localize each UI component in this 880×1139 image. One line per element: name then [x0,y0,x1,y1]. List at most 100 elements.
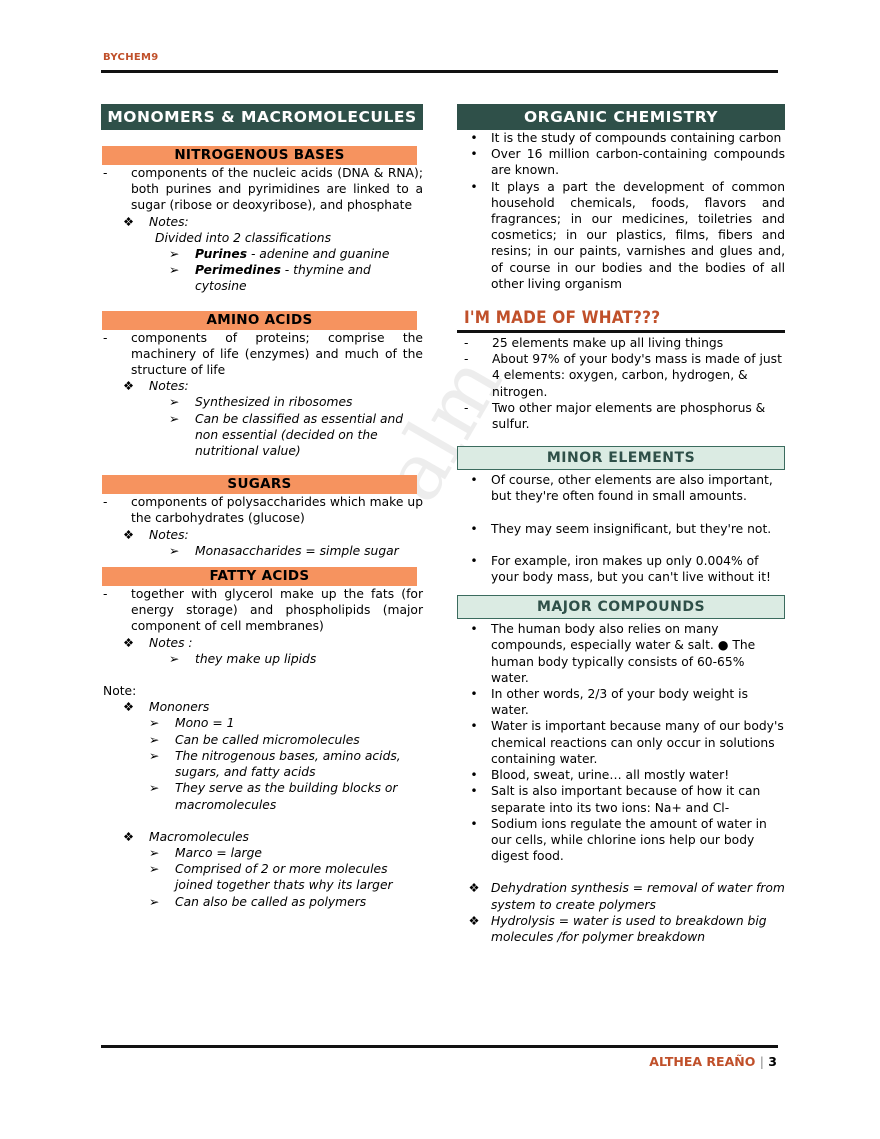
diamond-icon: ❖ [468,881,480,896]
diamond-icon: ❖ [123,527,135,542]
diamond-icon: ❖ [123,379,135,394]
arrow-icon: ➢ [169,395,180,410]
bullet: • [470,553,478,568]
nitro-desc: components of the nucleic acids (DNA & R… [131,166,423,213]
bottom-rule [101,1045,778,1048]
fatty-note-1: they make up lipids [195,651,317,666]
bullet: • [470,687,478,702]
bullet: • [470,784,478,799]
fatty-notes-label: Notes : [149,635,193,650]
arrow-icon: ➢ [169,543,180,558]
definition-item: Hydrolysis = water is used to breakdown … [491,913,767,944]
perimedines-term: Perimedines [195,263,281,278]
right-column: ORGANIC CHEMISTRY • It is the study of co… [457,104,785,945]
footer: ALTHEA REAÑO | 3 [649,1054,777,1069]
arrow-icon: ➢ [169,651,180,666]
madeof-item: About 97% of your body's mass is made of… [492,352,782,399]
section-title-organic-chemistry: ORGANIC CHEMISTRY [457,104,785,130]
note-label: Note: [103,684,137,699]
dash-marker: - [103,166,108,180]
organic-item: It plays a part the development of commo… [491,179,785,291]
arrow-icon: ➢ [169,263,180,278]
macro-item: Comprised of 2 or more molecules joined … [175,862,393,893]
header-tag: BYCHEM9 [103,52,159,63]
definition-item: Dehydration synthesis = removal of water… [491,881,785,912]
page-number: 3 [768,1054,777,1069]
sugars-note-1: Monasaccharides = simple sugar [195,543,399,558]
bullet: • [470,768,478,783]
bullet: • [470,622,478,637]
bullet: • [470,719,478,734]
arrow-icon: ➢ [149,716,160,731]
fatty-desc: together with glycerol make up the fats … [131,587,423,634]
arrow-icon: ➢ [149,845,160,860]
heading-amino-acids: AMINO ACIDS [102,310,417,330]
nitro-notes-label: Notes: [149,214,189,229]
footer-author: ALTHEA REAÑO [649,1054,756,1069]
mononers-label: Mononers [149,700,210,715]
heading-major-compounds: MAJOR COMPOUNDS [457,595,785,620]
diamond-icon: ❖ [123,635,135,650]
madeof-item: Two other major elements are phosphorus … [492,400,766,432]
mono-item: Can be called micromolecules [175,732,360,747]
left-column: MONOMERS & MACROMOLECULES NITROGENOUS BA… [101,104,423,910]
arrow-icon: ➢ [149,894,160,909]
macro-item: Marco = large [175,845,262,860]
major-item: Water is important because many of our b… [491,719,784,766]
major-item: Blood, sweat, urine… all mostly water! [491,768,730,783]
bullet: • [470,473,478,488]
amino-note-1: Synthesized in ribosomes [195,395,353,410]
bullet: • [470,816,478,831]
arrow-icon: ➢ [149,862,160,877]
dash-marker: - [464,352,469,367]
bullet: • [470,179,478,194]
made-of-what-heading: I'M MADE OF WHAT??? [464,308,661,329]
amino-notes-label: Notes: [149,379,189,394]
amino-note-2: Can be classified as essential and non e… [195,411,404,459]
minor-item: They may seem insignificant, but they're… [491,521,772,536]
heading-nitrogenous-bases: NITROGENOUS BASES [102,146,417,165]
amino-desc: components of proteins; comprise the mac… [131,330,423,378]
bullet: • [470,521,478,536]
arrow-icon: ➢ [149,748,160,763]
perimedines-def: - thymine and cytosine [195,263,371,294]
minor-item: For example, iron makes up only 0.004% o… [491,553,771,585]
top-rule [101,70,778,73]
heading-sugars: SUGARS [102,475,417,495]
dash-marker: - [103,495,108,510]
dash-marker: - [103,587,108,602]
dash-marker: - [103,330,108,345]
arrow-icon: ➢ [149,781,160,796]
diamond-icon: ❖ [468,913,480,928]
purines-def: - adenine and guanine [247,247,390,262]
arrow-icon: ➢ [169,247,180,262]
bullet: • [470,131,478,145]
diamond-icon: ❖ [123,700,135,715]
footer-separator: | [759,1054,764,1069]
madeof-item: 25 elements make up all living things [492,336,724,351]
diamond-icon: ❖ [123,829,135,844]
mono-item: The nitrogenous bases, amino acids, suga… [175,748,401,780]
major-item: The human body also relies on many compo… [491,622,756,685]
heading-minor-elements: MINOR ELEMENTS [457,446,785,471]
bullet: • [470,147,478,162]
major-item: In other words, 2/3 of your body weight … [491,687,748,718]
nitro-classif: Divided into 2 classifications [155,230,332,245]
major-item: Salt is also important because of how it… [491,784,761,815]
arrow-icon: ➢ [169,411,180,426]
dash-marker: - [464,400,469,415]
purines-term: Purines [195,247,248,262]
arrow-icon: ➢ [149,732,160,747]
dash-marker: - [464,336,469,351]
diamond-icon: ❖ [123,214,135,229]
organic-item: Over 16 million carbon-containing compou… [491,147,785,178]
section-title-monomers: MONOMERS & MACROMOLECULES [101,104,423,130]
sugars-notes-label: Notes: [149,527,189,542]
mono-item: They serve as the building blocks or mac… [175,781,398,812]
mono-item: Mono = 1 [175,716,235,731]
major-item: Sodium ions regulate the amount of water… [491,816,767,864]
macro-item: Can also be called as polymers [175,894,367,909]
organic-item: It is the study of compounds containing … [491,131,782,145]
macromolecules-label: Macromolecules [149,829,249,844]
sugars-desc: components of polysaccharides which make… [131,495,423,526]
